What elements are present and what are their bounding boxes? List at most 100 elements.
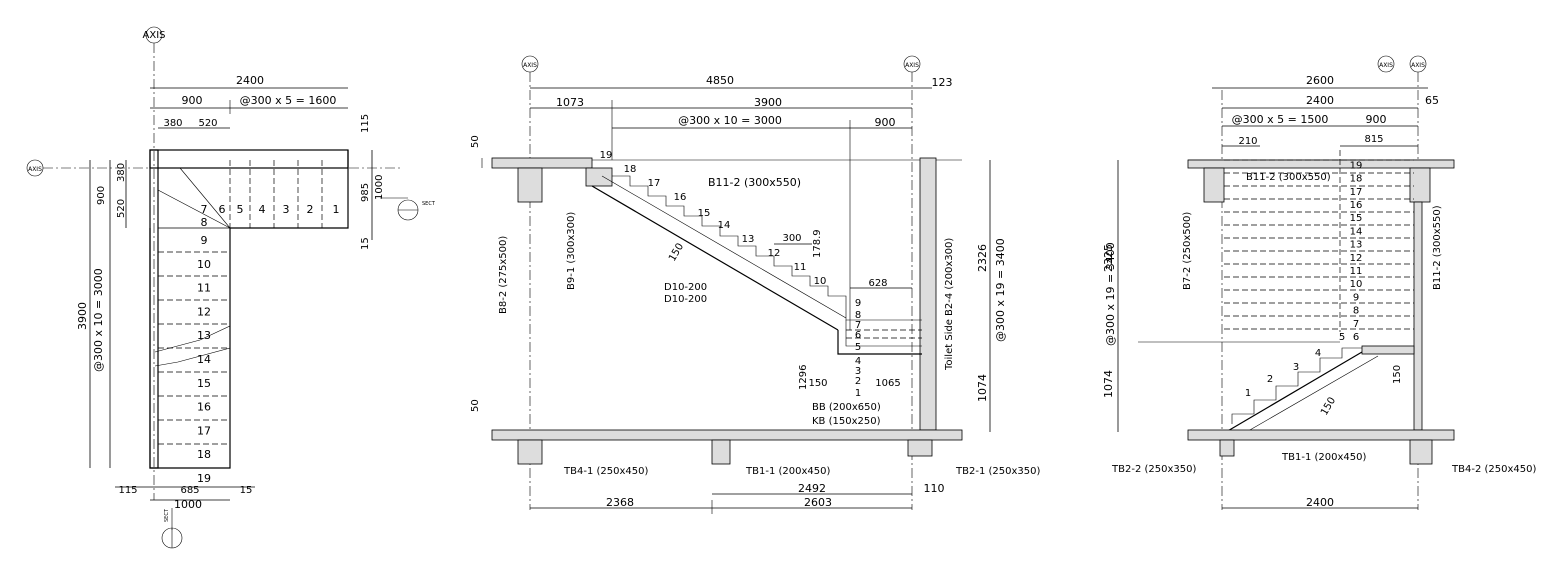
plan-step-1: 1 xyxy=(333,203,340,216)
plan-dim-380: 380 xyxy=(163,118,182,129)
section-b-beam-b11: B11-2 (300x550) xyxy=(1246,172,1331,183)
section-a-dim-178: 178.9 xyxy=(812,229,823,258)
section-a-dim-50-top: 50 xyxy=(470,135,481,148)
section-marker-plan-bottom: SECT xyxy=(161,508,183,549)
plan-dim-115-top: 115 xyxy=(360,114,371,133)
section-a-bb-beam: BB (200x650) xyxy=(812,402,881,413)
section-a-dim-628: 628 xyxy=(868,278,887,289)
section-marker-plan-right: SECT xyxy=(380,197,436,221)
svg-text:AXIS: AXIS xyxy=(523,62,537,69)
plan-step-15: 15 xyxy=(197,377,211,390)
section-b-footing-tb1: TB1-1 (200x450) xyxy=(1281,452,1366,463)
section-b-dim-2400-bot: 2400 xyxy=(1306,496,1334,509)
section-b-step-10: 10 xyxy=(1350,279,1363,290)
svg-text:AXIS: AXIS xyxy=(143,30,166,41)
plan-step-10: 10 xyxy=(197,258,211,271)
section-a-kb-beam: KB (150x250) xyxy=(812,416,881,427)
section-a-step-15: 15 xyxy=(698,208,711,219)
section-b-dim-1074: 1074 xyxy=(1102,370,1115,398)
plan-dim-run-left: @300 x 10 = 3000 xyxy=(92,268,105,372)
section-a-step-4: 4 xyxy=(855,356,861,367)
section-b-dim-150-slab: 150 xyxy=(1319,395,1338,417)
section-b-tread-lines xyxy=(1224,159,1414,330)
plan-step-2: 2 xyxy=(307,203,314,216)
section-a-dim-123: 123 xyxy=(932,76,953,89)
section-a-dim-50-bot: 50 xyxy=(470,399,481,412)
section-a-toilet-side: Toilet Side xyxy=(944,319,955,371)
plan-dim-15-bot: 15 xyxy=(240,485,253,496)
section-a-footing-tb4: TB4-1 (250x450) xyxy=(563,466,648,477)
section-a-step-12: 12 xyxy=(768,248,781,259)
section-b-step-9: 9 xyxy=(1353,292,1359,303)
plan-dim-380-left: 380 xyxy=(116,163,127,182)
section-a-dim-1073: 1073 xyxy=(556,96,584,109)
section-b-dim-2325: 2325 xyxy=(1102,244,1115,272)
section-b-dim-210: 210 xyxy=(1238,136,1257,147)
section-b-dim-900: 900 xyxy=(1366,113,1387,126)
section-a-dim-150: 150 xyxy=(808,378,827,389)
section-a-step-18: 18 xyxy=(624,164,637,175)
svg-text:SECT: SECT xyxy=(164,508,170,522)
section-b-step-18: 18 xyxy=(1350,174,1363,185)
section-b-step-1: 1 xyxy=(1245,388,1251,399)
plan-dim-115-bot: 115 xyxy=(118,485,137,496)
stair-plan-view: AXIS AXIS 2400 900 @300 x 5 = 1600 380 5… xyxy=(26,26,436,549)
plan-step-11: 11 xyxy=(197,282,211,295)
section-b-step-19: 19 xyxy=(1350,160,1363,171)
section-a-rebar-2: D10-200 xyxy=(664,294,707,305)
section-a-dim-900: 900 xyxy=(875,116,896,129)
section-b-step-5: 5 xyxy=(1339,332,1345,343)
plan-step-17: 17 xyxy=(197,424,211,437)
plan-dim-685: 685 xyxy=(180,485,199,496)
section-b-beam-b11-side: B11-2 (300x550) xyxy=(1432,205,1443,290)
plan-step-9: 9 xyxy=(201,234,208,247)
section-a-beam-b9: B9-1 (300x300) xyxy=(566,212,577,290)
section-b-dim-815: 815 xyxy=(1364,134,1383,145)
section-b-footing-tb2: TB2-2 (250x350) xyxy=(1111,464,1196,475)
section-a-step-5: 5 xyxy=(855,342,861,353)
section-b-step-6: 6 xyxy=(1353,332,1359,343)
plan-dim-15-right: 15 xyxy=(360,237,371,250)
plan-dim-2400: 2400 xyxy=(236,74,264,87)
svg-text:AXIS: AXIS xyxy=(905,62,919,69)
plan-dim-900: 900 xyxy=(182,94,203,107)
svg-text:AXIS: AXIS xyxy=(28,166,42,173)
section-a-dim-run: @300 x 10 = 3000 xyxy=(678,114,782,127)
section-a-dim-2603: 2603 xyxy=(804,496,832,509)
section-a-flight xyxy=(591,175,922,355)
section-a-step-11: 11 xyxy=(794,262,807,273)
section-a-dim-2326: 2326 xyxy=(976,244,989,272)
section-a-dim-150-slab: 150 xyxy=(667,241,686,263)
section-a-step-8: 8 xyxy=(855,310,861,321)
plan-step-19: 19 xyxy=(197,472,211,485)
section-b-beam-b7: B7-2 (250x500) xyxy=(1182,212,1193,290)
plan-dim-1000-bot: 1000 xyxy=(174,498,202,511)
section-b-dim-150-side: 150 xyxy=(1392,365,1403,384)
section-a-dim-3900: 3900 xyxy=(754,96,782,109)
section-b-step-17: 17 xyxy=(1350,187,1363,198)
axis-marker-plan-top: AXIS xyxy=(143,26,166,500)
plan-step-8: 8 xyxy=(201,216,208,229)
section-a-step-16: 16 xyxy=(674,192,687,203)
section-a-dim-rise: @300 x 19 = 3400 xyxy=(994,238,1007,342)
stair-section-b-view: AXIS AXIS 2600 2400 65 @300 x 5 = 1500 9… xyxy=(1102,55,1536,510)
section-b-step-4: 4 xyxy=(1315,348,1321,359)
section-a-step-13: 13 xyxy=(742,234,755,245)
plan-step-18: 18 xyxy=(197,448,211,461)
plan-dim-900-left: 900 xyxy=(96,186,107,205)
section-a-step-3: 3 xyxy=(855,366,861,377)
section-a-step-1: 1 xyxy=(855,388,861,399)
section-a-rebar-1: D10-200 xyxy=(664,282,707,293)
section-a-step-19: 19 xyxy=(600,150,613,161)
plan-step-7: 7 xyxy=(201,203,208,216)
plan-dim-985: 985 xyxy=(360,183,371,202)
section-b-dim-2400: 2400 xyxy=(1306,94,1334,107)
section-a-step-9: 9 xyxy=(855,298,861,309)
section-b-step-12: 12 xyxy=(1350,253,1363,264)
plan-step-13: 13 xyxy=(197,329,211,342)
section-b-footing-tb4: TB4-2 (250x450) xyxy=(1451,464,1536,475)
